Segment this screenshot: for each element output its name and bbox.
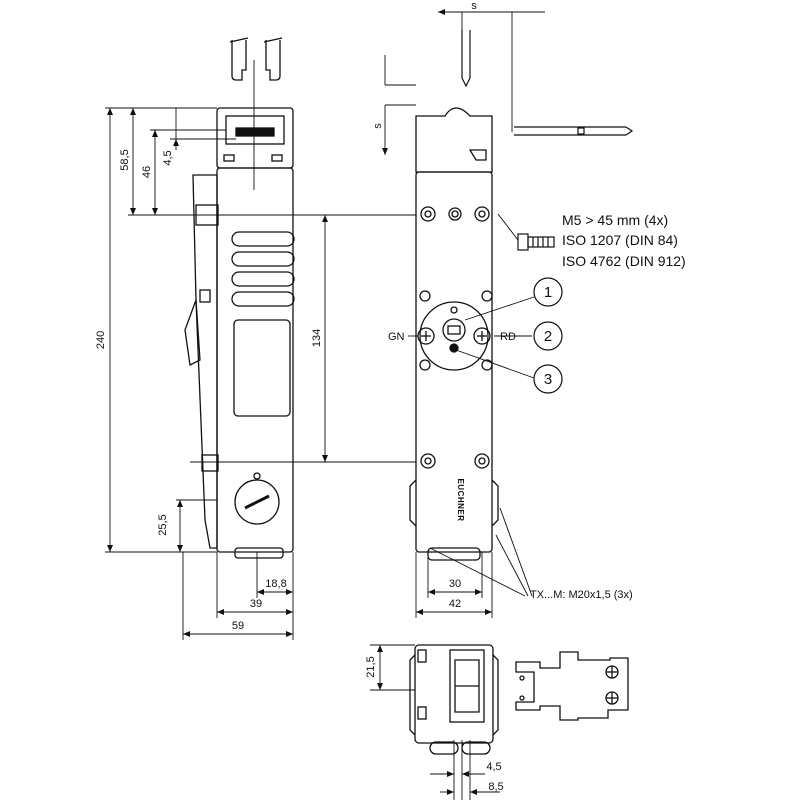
actuator-top-view bbox=[461, 30, 634, 136]
dim-25-5: 25,5 bbox=[157, 514, 169, 535]
callout-3: 3 bbox=[544, 371, 552, 388]
dim-4-5-bottom: 4,5 bbox=[486, 761, 501, 773]
side-view bbox=[184, 37, 295, 559]
vent-slots bbox=[231, 231, 295, 307]
label-rd: RD bbox=[500, 331, 516, 343]
dim-s-side: s bbox=[372, 123, 384, 129]
dim-s-top: s bbox=[471, 0, 477, 12]
dim-42: 42 bbox=[449, 598, 461, 610]
dim-8-5: 8,5 bbox=[488, 781, 503, 793]
callout-2: 2 bbox=[544, 328, 552, 345]
indicator-disc bbox=[419, 301, 489, 371]
screw-spec-line1: M5 > 45 mm (4x) bbox=[562, 212, 668, 228]
dim-59: 59 bbox=[232, 620, 244, 632]
dimension-labels: 240 58,5 46 4,5 134 25,5 18,8 39 59 30 4… bbox=[95, 0, 504, 793]
dimension-lines bbox=[105, 9, 545, 800]
screw-spec-line2: ISO 1207 (DIN 84) bbox=[562, 232, 678, 248]
switch-body-front bbox=[415, 171, 493, 553]
thread-note: TX...M: M20x1,5 (3x) bbox=[530, 589, 633, 601]
switch-body-side bbox=[216, 167, 294, 553]
annotations: M5 > 45 mm (4x) ISO 1207 (DIN 84) ISO 47… bbox=[388, 212, 686, 601]
dim-21-5: 21,5 bbox=[365, 656, 377, 677]
dim-30: 30 bbox=[449, 578, 461, 590]
screw-spec-line3: ISO 4762 (DIN 912) bbox=[562, 253, 686, 269]
dim-18-8: 18,8 bbox=[265, 578, 286, 590]
dim-46: 46 bbox=[141, 166, 153, 178]
dim-240: 240 bbox=[95, 331, 107, 349]
dim-4-5-top: 4,5 bbox=[162, 150, 174, 165]
callouts bbox=[533, 277, 563, 394]
bottom-view bbox=[409, 644, 629, 755]
brand-logo-text: EUCHNER bbox=[456, 478, 465, 521]
actuator-side-top bbox=[229, 37, 283, 81]
leader-lines bbox=[253, 60, 535, 597]
front-view bbox=[409, 107, 499, 561]
mounting-holes bbox=[419, 206, 493, 469]
actuator-plate bbox=[515, 651, 629, 721]
dim-58-5: 58,5 bbox=[119, 149, 131, 170]
dim-134: 134 bbox=[311, 329, 323, 347]
dim-39: 39 bbox=[250, 598, 262, 610]
screw-icon bbox=[517, 233, 555, 251]
callout-1: 1 bbox=[544, 284, 552, 301]
cover-cap-side bbox=[234, 479, 280, 525]
switch-head-front bbox=[415, 107, 493, 173]
label-gn: GN bbox=[388, 331, 405, 343]
